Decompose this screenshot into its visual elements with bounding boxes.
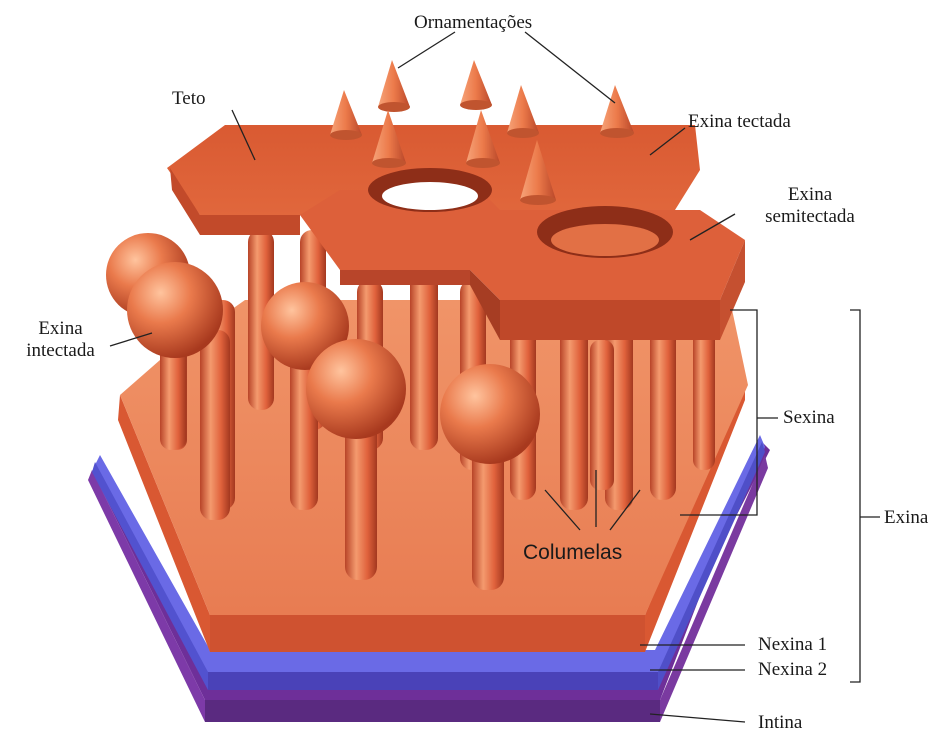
label-exina-intectada: Exina intectada — [8, 318, 113, 362]
clava-head — [127, 262, 223, 358]
clava-head — [306, 339, 406, 439]
columela — [560, 320, 588, 510]
columela — [693, 320, 715, 470]
label-ornamentacoes: Ornamentações — [414, 12, 532, 34]
label-columelas: Columelas — [523, 541, 622, 565]
ornamentacao-spine — [507, 85, 539, 133]
label-exina: Exina — [884, 507, 928, 529]
ornamentacao-spine — [330, 90, 362, 135]
label-exina-intectada-line1: Exina — [8, 318, 113, 340]
columela — [650, 320, 676, 500]
label-nexina1: Nexina 1 — [758, 634, 827, 656]
ornamentacao-spine — [600, 85, 634, 133]
ornamentacao-spine — [378, 60, 410, 107]
label-intina: Intina — [758, 712, 802, 734]
clava-head — [440, 364, 540, 464]
label-nexina2: Nexina 2 — [758, 659, 827, 681]
label-exina-tectada: Exina tectada — [688, 111, 791, 133]
label-exina-semitectada-line2: semitectada — [745, 206, 875, 228]
label-exina-semitectada-line1: Exina — [745, 184, 875, 206]
ornamentacao-spine — [460, 60, 492, 105]
label-sexina: Sexina — [783, 407, 835, 429]
label-exina-semitectada: Exina semitectada — [745, 184, 875, 228]
label-exina-intectada-line2: intectada — [8, 340, 113, 362]
label-teto: Teto — [172, 88, 206, 110]
columela — [590, 340, 614, 490]
